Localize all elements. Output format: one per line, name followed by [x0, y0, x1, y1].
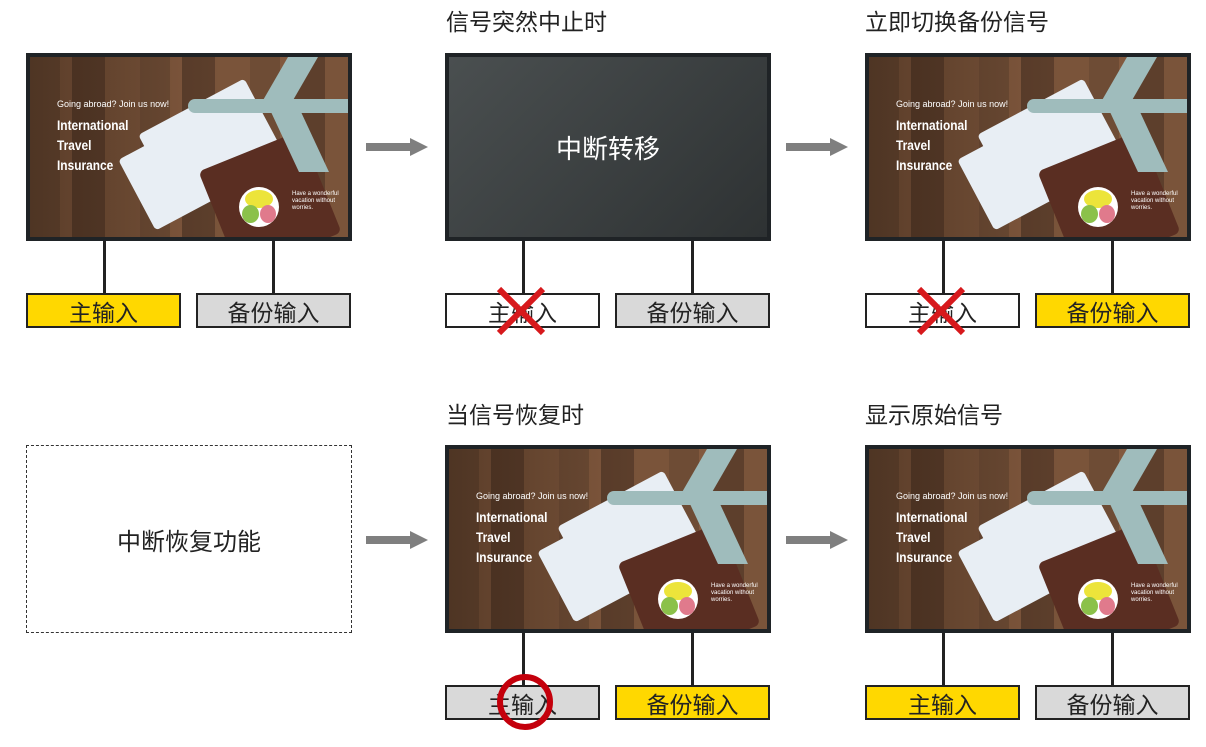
poster-text: Going abroad? Join us now!: [476, 491, 589, 501]
blank-screen-text: 中断转移: [555, 134, 660, 165]
arrow-right-icon: [786, 531, 848, 549]
arrow-right-icon: [366, 138, 428, 156]
display-screen: Going abroad? Join us now! Have a wonderf…: [445, 445, 771, 633]
connector-line: [522, 241, 525, 293]
poster-text: Have a wonderful vacation without worrie…: [1131, 191, 1178, 211]
feature-label: 中断恢复功能: [117, 527, 261, 556]
logo: [1078, 579, 1118, 619]
plane-body: [1027, 99, 1187, 113]
backup-input-box: 备份输入: [1035, 293, 1190, 328]
poster-image: Going abroad? Join us now! Have a wonderf…: [869, 57, 1187, 237]
logo: [658, 579, 698, 619]
main-input-box: 主输入: [26, 293, 181, 328]
logo-green: [661, 597, 678, 615]
title-switch-backup: 立即切换备份信号: [865, 10, 1049, 36]
logo-green: [1081, 205, 1098, 223]
logo-pink: [1099, 597, 1115, 615]
logo-green: [242, 205, 259, 223]
poster-title-line: International: [896, 117, 968, 133]
poster-text: Have a wonderful vacation without worrie…: [292, 191, 339, 211]
failure-cross-icon: [495, 285, 547, 337]
poster-title-line: Insurance: [896, 549, 953, 565]
title-signal-stop: 信号突然中止时: [446, 10, 607, 36]
connector-line: [1111, 241, 1114, 293]
failure-cross-icon: [915, 285, 967, 337]
feature-label-box: 中断恢复功能: [26, 445, 352, 633]
logo-pink: [260, 205, 276, 223]
logo-yellow: [1084, 582, 1112, 600]
poster-title-line: Travel: [476, 529, 511, 545]
poster-title-line: Insurance: [896, 157, 953, 173]
logo-green: [1081, 597, 1098, 615]
logo-yellow: [245, 190, 273, 208]
arrow-right-icon: [786, 138, 848, 156]
logo-pink: [1099, 205, 1115, 223]
backup-input-box: 备份输入: [196, 293, 351, 328]
recovery-circle-icon: [497, 674, 553, 730]
connector-line: [691, 241, 694, 293]
poster-title-line: Insurance: [57, 157, 114, 173]
poster-image: Going abroad? Join us now! Have a wonderf…: [30, 57, 348, 237]
poster-text: Have a wonderful vacation without worrie…: [1131, 583, 1178, 603]
backup-input-box: 备份输入: [615, 685, 770, 720]
main-input-box: 主输入: [865, 685, 1020, 720]
logo: [1078, 187, 1118, 227]
connector-line: [942, 241, 945, 293]
poster-title-line: International: [57, 117, 129, 133]
connector-line: [691, 633, 694, 685]
poster-text: Have a wonderful vacation without worrie…: [711, 583, 758, 603]
poster-text: Going abroad? Join us now!: [896, 491, 1009, 501]
connector-line: [522, 633, 525, 685]
backup-input-box: 备份输入: [615, 293, 770, 328]
title-show-original: 显示原始信号: [865, 403, 1003, 429]
poster-title-line: Travel: [896, 137, 931, 153]
plane-body: [188, 99, 348, 113]
connector-line: [103, 241, 106, 293]
display-screen: Going abroad? Join us now! Have a wonderf…: [865, 53, 1191, 241]
poster-title-line: Travel: [896, 529, 931, 545]
poster-image: Going abroad? Join us now! Have a wonderf…: [869, 449, 1187, 629]
poster-text: Going abroad? Join us now!: [896, 99, 1009, 109]
arrow-right-icon: [366, 531, 428, 549]
title-signal-restore: 当信号恢复时: [446, 403, 584, 429]
poster-title-line: Travel: [57, 137, 92, 153]
poster-title-line: International: [476, 509, 548, 525]
backup-input-box: 备份输入: [1035, 685, 1190, 720]
logo-pink: [679, 597, 695, 615]
connector-line: [272, 241, 275, 293]
connector-line: [942, 633, 945, 685]
display-screen: Going abroad? Join us now! Have a wonderf…: [26, 53, 352, 241]
poster-title-line: International: [896, 509, 968, 525]
connector-line: [1111, 633, 1114, 685]
display-screen: 中断转移: [445, 53, 771, 241]
logo: [239, 187, 279, 227]
plane-body: [1027, 491, 1187, 505]
poster-title-line: Insurance: [476, 549, 533, 565]
poster-image: Going abroad? Join us now! Have a wonderf…: [449, 449, 767, 629]
logo-yellow: [664, 582, 692, 600]
logo-yellow: [1084, 190, 1112, 208]
poster-text: Going abroad? Join us now!: [57, 99, 170, 109]
plane-body: [607, 491, 767, 505]
display-screen: Going abroad? Join us now! Have a wonderf…: [865, 445, 1191, 633]
